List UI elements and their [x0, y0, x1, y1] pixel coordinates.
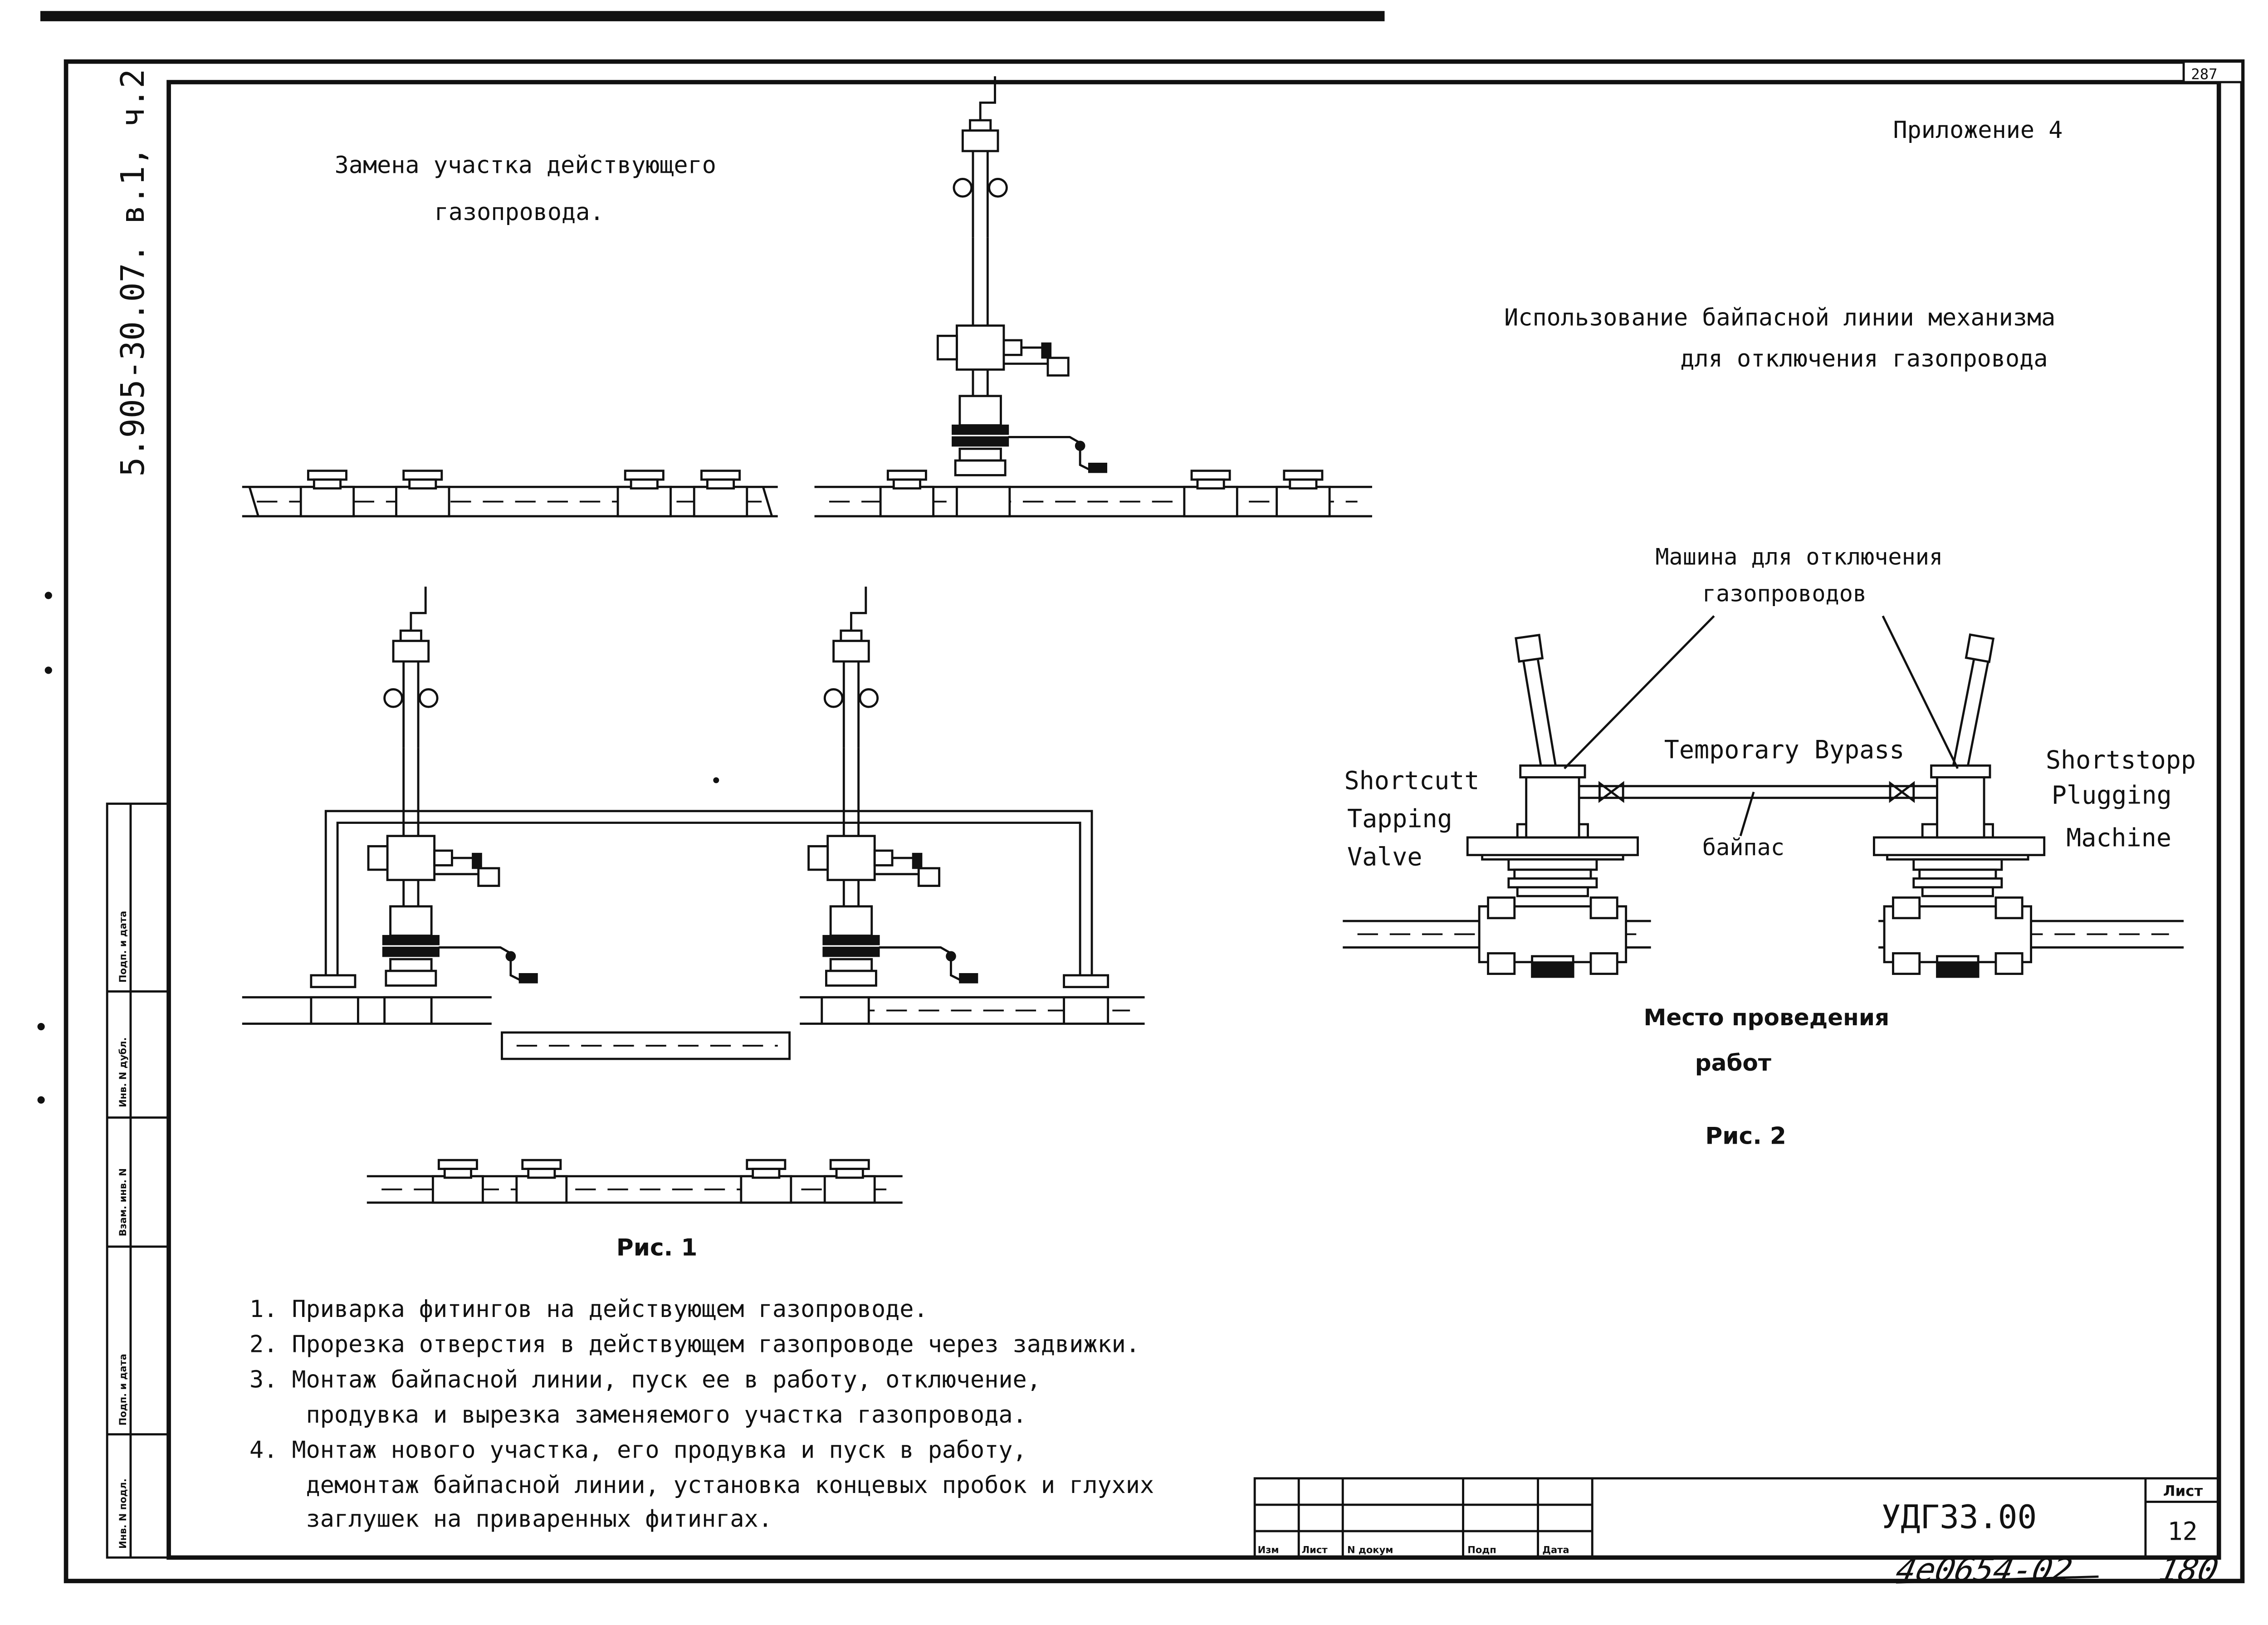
- tapping-valve-unit: [1466, 633, 1639, 977]
- side-document-code: 5.905-30.07. в.1, ч.2: [114, 69, 152, 477]
- title-col-document: N докум: [1347, 1544, 1393, 1556]
- figure-1: Рис. 1: [242, 76, 1372, 1261]
- machine-label-line-2: газопроводов: [1702, 580, 1867, 607]
- step-3-continued: продувка и вырезка заменяемого участка г…: [249, 1401, 1027, 1429]
- pipeline-bypass-stage: [242, 587, 1145, 1060]
- tapping-valve-line-2: Tapping: [1347, 804, 1452, 833]
- plugging-machine-line-1: Shortstopp: [2046, 745, 2196, 774]
- title-col-date: Дата: [1542, 1544, 1569, 1556]
- title-col-signature: Подп: [1467, 1544, 1496, 1556]
- sheet-number: 12: [2167, 1517, 2197, 1546]
- figure-2: Машина для отключения газопроводов Tempo…: [1343, 543, 2196, 1150]
- plugging-machine-line-3: Machine: [2066, 823, 2171, 852]
- temporary-bypass-label: Temporary Bypass: [1664, 735, 1905, 764]
- leader-machine-right: [1882, 615, 1959, 769]
- work-site-line-2: работ: [1695, 1049, 1771, 1076]
- corner-number: 287: [2191, 66, 2217, 83]
- stamp-dup-inventory: Инв. N дубл.: [117, 1038, 128, 1107]
- title-col-change: Изм: [1258, 1544, 1279, 1556]
- plugging-machine-line-2: Plugging: [2052, 781, 2172, 810]
- sheet-label: Лист: [2163, 1483, 2203, 1500]
- leader-bypass: [1739, 792, 1755, 837]
- step-4: 4. Монтаж нового участка, его продувка и…: [249, 1436, 1027, 1463]
- leader-machine-left: [1564, 615, 1715, 769]
- temporary-bypass-line: [1579, 781, 1937, 803]
- step-4-continued-2: заглушек на приваренных фитингах.: [249, 1505, 772, 1532]
- procedure-steps: 1. Приварка фитингов на действующем газо…: [249, 1296, 1154, 1532]
- scan-specks: [37, 592, 719, 1104]
- left-stamp-column: Подп. и дата Инв. N дубл. Взам. инв. N П…: [106, 803, 170, 1559]
- step-4-continued-1: демонтаж байпасной линии, установка конц…: [249, 1472, 1154, 1499]
- appendix-label: Приложение 4: [1893, 117, 2063, 144]
- pipeline-new-section: [367, 1160, 903, 1204]
- top-border-bar: [40, 11, 1385, 21]
- right-title-line-1: Использование байпасной линии механизма: [1504, 304, 2055, 332]
- tapping-valve-line-3: Valve: [1347, 842, 1422, 871]
- stamp-original-inventory: Инв. N подл.: [117, 1478, 128, 1549]
- left-title-line-2: газопровода.: [435, 199, 604, 226]
- title-block: Изм Лист N докум Подп Дата УДГЗЗ.00 Лист…: [1253, 1477, 2220, 1559]
- right-title-line-2: для отключения газопровода: [1680, 345, 2048, 372]
- handwritten-number: 180: [2156, 1551, 2222, 1589]
- plugging-machine-unit: [1872, 633, 2046, 977]
- machine-label-line-1: Машина для отключения: [1655, 543, 1943, 570]
- stamp-sign-date-2: Подп. и дата: [117, 1354, 128, 1425]
- pipeline-welded-fittings: [242, 471, 778, 518]
- bypass-label: байпас: [1702, 834, 1784, 861]
- handwritten-underline: [1896, 1575, 2099, 1584]
- figure-2-caption: Рис. 2: [1705, 1123, 1786, 1150]
- document-code: УДГЗЗ.00: [1882, 1498, 2037, 1536]
- step-3: 3. Монтаж байпасной линии, пуск ее в раб…: [249, 1366, 1041, 1393]
- pipeline-tapping-stage: [814, 76, 1372, 518]
- work-site-line-1: Место проведения: [1643, 1004, 1889, 1031]
- step-1: 1. Приварка фитингов на действующем газо…: [249, 1296, 928, 1323]
- step-2: 2. Прорезка отверстия в действующем газо…: [249, 1331, 1140, 1358]
- title-col-sheet: Лист: [1302, 1544, 1328, 1556]
- figure-1-caption: Рис. 1: [616, 1234, 698, 1261]
- handwritten-code: 4e0654-02: [1893, 1551, 2076, 1589]
- stamp-replace-inventory: Взам. инв. N: [117, 1168, 128, 1236]
- stamp-sign-date-1: Подп. и дата: [117, 911, 128, 983]
- tapping-valve-line-1: Shortcutt: [1344, 766, 1479, 795]
- left-title-line-1: Замена участка действующего: [335, 152, 716, 179]
